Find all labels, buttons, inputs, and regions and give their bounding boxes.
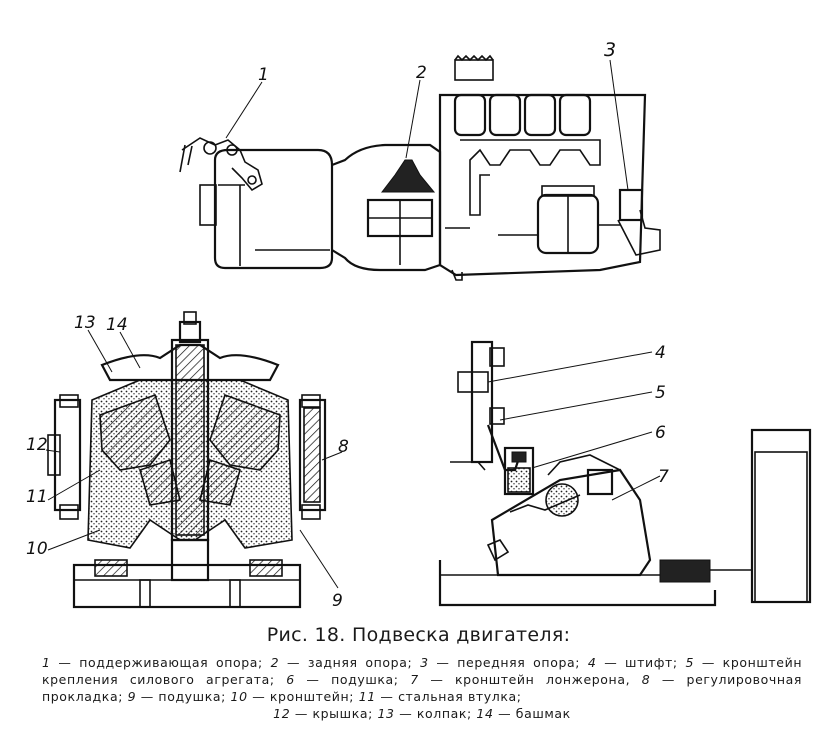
legend-item: 9 — подушка; xyxy=(127,689,226,704)
legend-item: 8 — регулировочная прокладка; xyxy=(42,672,802,704)
legend-item: 12 — крышка; xyxy=(273,706,373,721)
legend-item: 10 — кронштейн; xyxy=(230,689,355,704)
label-3: 3 xyxy=(604,39,616,61)
label-9: 9 xyxy=(332,591,343,611)
figure-drawing: 1 2 3 xyxy=(26,39,812,611)
label-2: 2 xyxy=(416,63,427,83)
figure-caption-title: Рис. 18. Подвеска двигателя: xyxy=(266,624,571,646)
legend-item: 3 — передняя опора; xyxy=(420,655,581,670)
power-unit-side-view: 1 2 3 xyxy=(179,39,661,281)
label-5: 5 xyxy=(655,383,666,403)
legend-item: 6 — подушка; xyxy=(286,672,399,687)
rear-mount-section: 13 14 8 12 11 10 9 xyxy=(26,311,349,611)
label-1: 1 xyxy=(258,65,269,85)
legend-item: 2 — задняя опора; xyxy=(270,655,413,670)
legend-item: 14 — башмак xyxy=(476,706,571,721)
front-mount-view: 4 5 6 7 xyxy=(438,340,812,607)
legend-item: 4 — штифт; xyxy=(587,655,678,670)
label-14: 14 xyxy=(106,315,128,335)
label-10: 10 xyxy=(26,539,48,559)
label-8: 8 xyxy=(338,437,349,457)
legend-item: 7 — кронштейн лонжерона, xyxy=(410,672,631,687)
engine-mount-figure: 1 2 3 xyxy=(26,39,812,611)
label-6: 6 xyxy=(655,423,666,443)
label-4: 4 xyxy=(655,343,666,363)
label-13: 13 xyxy=(74,313,96,333)
figure-caption-legend: 1 — поддерживающая опора; 2 — задняя опо… xyxy=(42,654,802,722)
legend-item: 11 — стальная втулка; xyxy=(358,689,522,704)
label-7: 7 xyxy=(658,467,669,487)
label-11: 11 xyxy=(26,487,48,507)
legend-item: 5 — кронштейн крепления силового агрегат… xyxy=(42,655,803,687)
label-12: 12 xyxy=(26,435,48,455)
legend-item: 13 — колпак; xyxy=(377,706,472,721)
legend-item: 1 — поддерживающая опора; xyxy=(42,655,263,670)
